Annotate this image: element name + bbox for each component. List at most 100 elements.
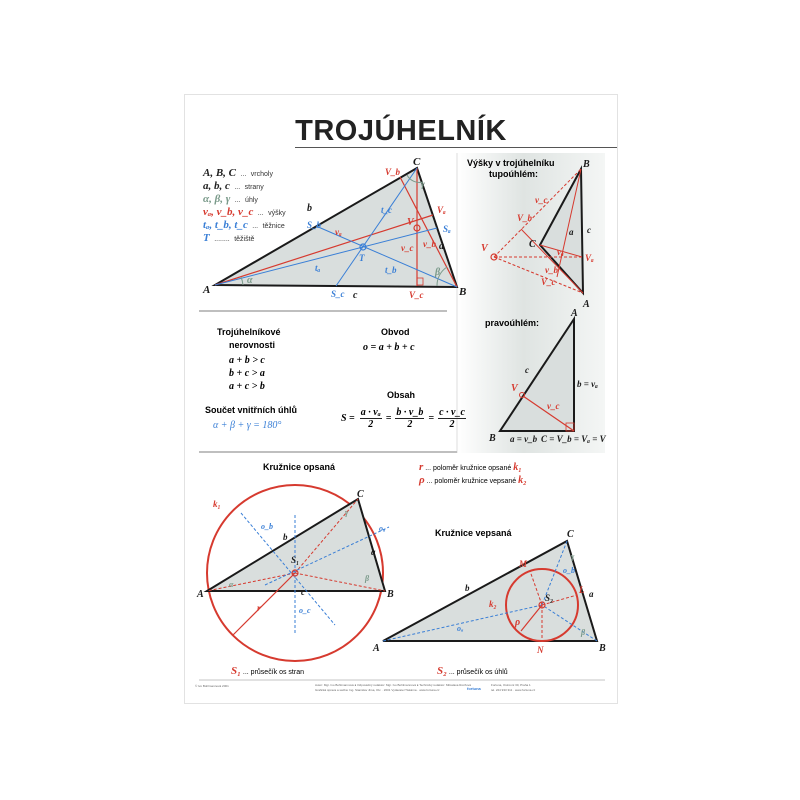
inequality-line: a + c > b — [229, 381, 265, 392]
legend-row: A, B, C ... vrcholy — [203, 163, 286, 179]
in-radius-l — [541, 594, 578, 606]
vb-foot-label: V_b — [385, 167, 401, 177]
obtuse-vb-label: v_b — [545, 265, 558, 275]
obtuse-vb — [556, 168, 582, 278]
angle-alpha-arc — [240, 276, 244, 286]
right-vc — [522, 395, 575, 432]
obtuse-height-line-2 — [493, 256, 584, 294]
area-fraction: a · vₐ 2 — [359, 407, 382, 430]
radii-legend: r ... poloměr kružnice opsané k₁ ρ ... p… — [419, 461, 527, 487]
in-s2-label: S₂ — [545, 593, 553, 603]
incircle-heading: Kružnice vepsaná — [435, 528, 512, 538]
in-oa-label: oₐ — [457, 624, 464, 633]
area-fraction: c · v_c 2 — [438, 407, 466, 430]
tb-label: t_b — [385, 265, 397, 275]
fraction-denominator: 2 — [449, 419, 455, 430]
in-gamma-label: γ — [571, 552, 575, 561]
legend-dots: ... — [240, 171, 247, 178]
circum-beta-label: β — [364, 574, 370, 583]
legend-row: a, b, c ... strany — [203, 176, 286, 192]
in-b-label: B — [598, 643, 606, 654]
vb-label: v_b — [423, 239, 436, 249]
obtuse-va-foot-label: Vₐ — [585, 253, 594, 263]
legend-row: tₐ, t_b, t_c ... těžnice — [203, 215, 286, 231]
legend-desc: těžiště — [234, 236, 255, 243]
circum-b-label: B — [386, 589, 394, 600]
inequalities-heading-1: Trojúhelníkové — [217, 327, 281, 337]
caption-text: ... průsečík os úhlů — [448, 669, 508, 676]
obtuse-va — [520, 228, 584, 294]
orthocenter-label: V — [407, 217, 415, 228]
side-c-label: c — [353, 290, 358, 301]
circum-a-side-label: a — [371, 547, 376, 557]
alpha-label: α — [247, 275, 253, 286]
legend-symbol: A, B, C — [203, 167, 237, 179]
legend-dots: ... — [257, 210, 264, 217]
sc-label: S_c — [331, 289, 345, 299]
circum-triangle — [203, 497, 387, 592]
main-diagram: A B C a b c α β γ S_b Sₐ S_c T V_b Vₐ V_… — [196, 153, 607, 681]
legend-row: T ........ těžiště — [203, 228, 286, 244]
legend-dots: ... — [252, 223, 259, 230]
circum-alpha-label: α — [229, 580, 234, 589]
radius-text: poloměr kružnice vepsané — [434, 478, 517, 485]
height-vb — [399, 176, 458, 288]
angles-sum-heading: Součet vnitřních úhlů — [205, 405, 298, 415]
obtuse-va-label: vₐ — [557, 247, 564, 257]
circumcircle-heading: Kružnice opsaná — [263, 462, 336, 472]
circumcenter-s1 — [291, 569, 299, 577]
legend-symbol: α, β, γ — [203, 193, 231, 205]
in-c-label: C — [567, 529, 574, 540]
circum-r-label: r — [257, 603, 261, 613]
caption-symbol: S₁ — [231, 665, 241, 677]
legend: A, B, C ... vrcholy a, b, c ... strany α… — [203, 163, 286, 244]
obtuse-heading-2: tupoúhlém: — [489, 169, 538, 179]
median-tc — [335, 167, 418, 287]
radius-k: k₂ — [518, 475, 527, 486]
obtuse-height-line-1 — [493, 168, 582, 258]
obtuse-b-label: B — [582, 159, 590, 170]
in-l-label: L — [578, 585, 585, 595]
footer-copyright: © Ivo Bohlmannová 2001 — [195, 684, 229, 688]
height-va — [214, 214, 434, 286]
right-c-side-label: c — [525, 365, 529, 375]
ta-label: tₐ — [315, 263, 321, 273]
in-rho-label: ρ — [514, 617, 520, 628]
circumcircle-k1 — [206, 484, 384, 662]
legend-dots: ... — [234, 184, 241, 191]
beta-label: β — [434, 267, 441, 278]
right-vc-label: v_c — [547, 401, 560, 411]
legend-symbol: a, b, c — [203, 180, 230, 192]
angles-sum-formula: α + β + γ = 180° — [213, 420, 282, 431]
in-b-side-label: b — [465, 583, 470, 593]
page-title: TROJÚHELNÍK — [295, 115, 507, 147]
centroid — [359, 243, 367, 251]
radius-k: k₁ — [513, 462, 522, 473]
right-v-label: V — [511, 383, 519, 394]
obtuse-c-label: C — [529, 239, 536, 250]
radius-dots: ... — [426, 478, 433, 485]
footer-logo: fortuna — [467, 686, 481, 691]
legend-dots: ... — [234, 197, 241, 204]
circum-ob-label: o_b — [261, 522, 273, 531]
in-bisector-a — [382, 604, 543, 642]
title-rule — [295, 147, 617, 148]
circum-radius-b — [294, 572, 386, 592]
right-c-v-label: C = V_b = Vₐ = V — [541, 434, 607, 444]
vertex-b-label: B — [458, 286, 466, 298]
incircle-caption: S₂ ... průsečík os úhlů — [437, 665, 508, 677]
legend-symbol: T — [203, 232, 210, 244]
median-ta — [214, 227, 438, 286]
circum-c-label: C — [357, 489, 364, 500]
in-bisector-c — [541, 540, 568, 606]
circum-c-side-label: c — [301, 587, 305, 597]
right-a-vb-label: a = v_b — [510, 434, 538, 444]
incenter-s2 — [538, 601, 546, 609]
in-n-label: N — [536, 645, 544, 655]
fraction-numerator: b · v_b — [395, 407, 425, 419]
right-angle-mark — [565, 422, 575, 432]
obtuse-vc-label: v_c — [535, 195, 548, 205]
area-fraction: b · v_b 2 — [395, 407, 425, 430]
caption-text: ... průsečík os stran — [242, 669, 304, 676]
centroid-label: T — [359, 253, 365, 263]
